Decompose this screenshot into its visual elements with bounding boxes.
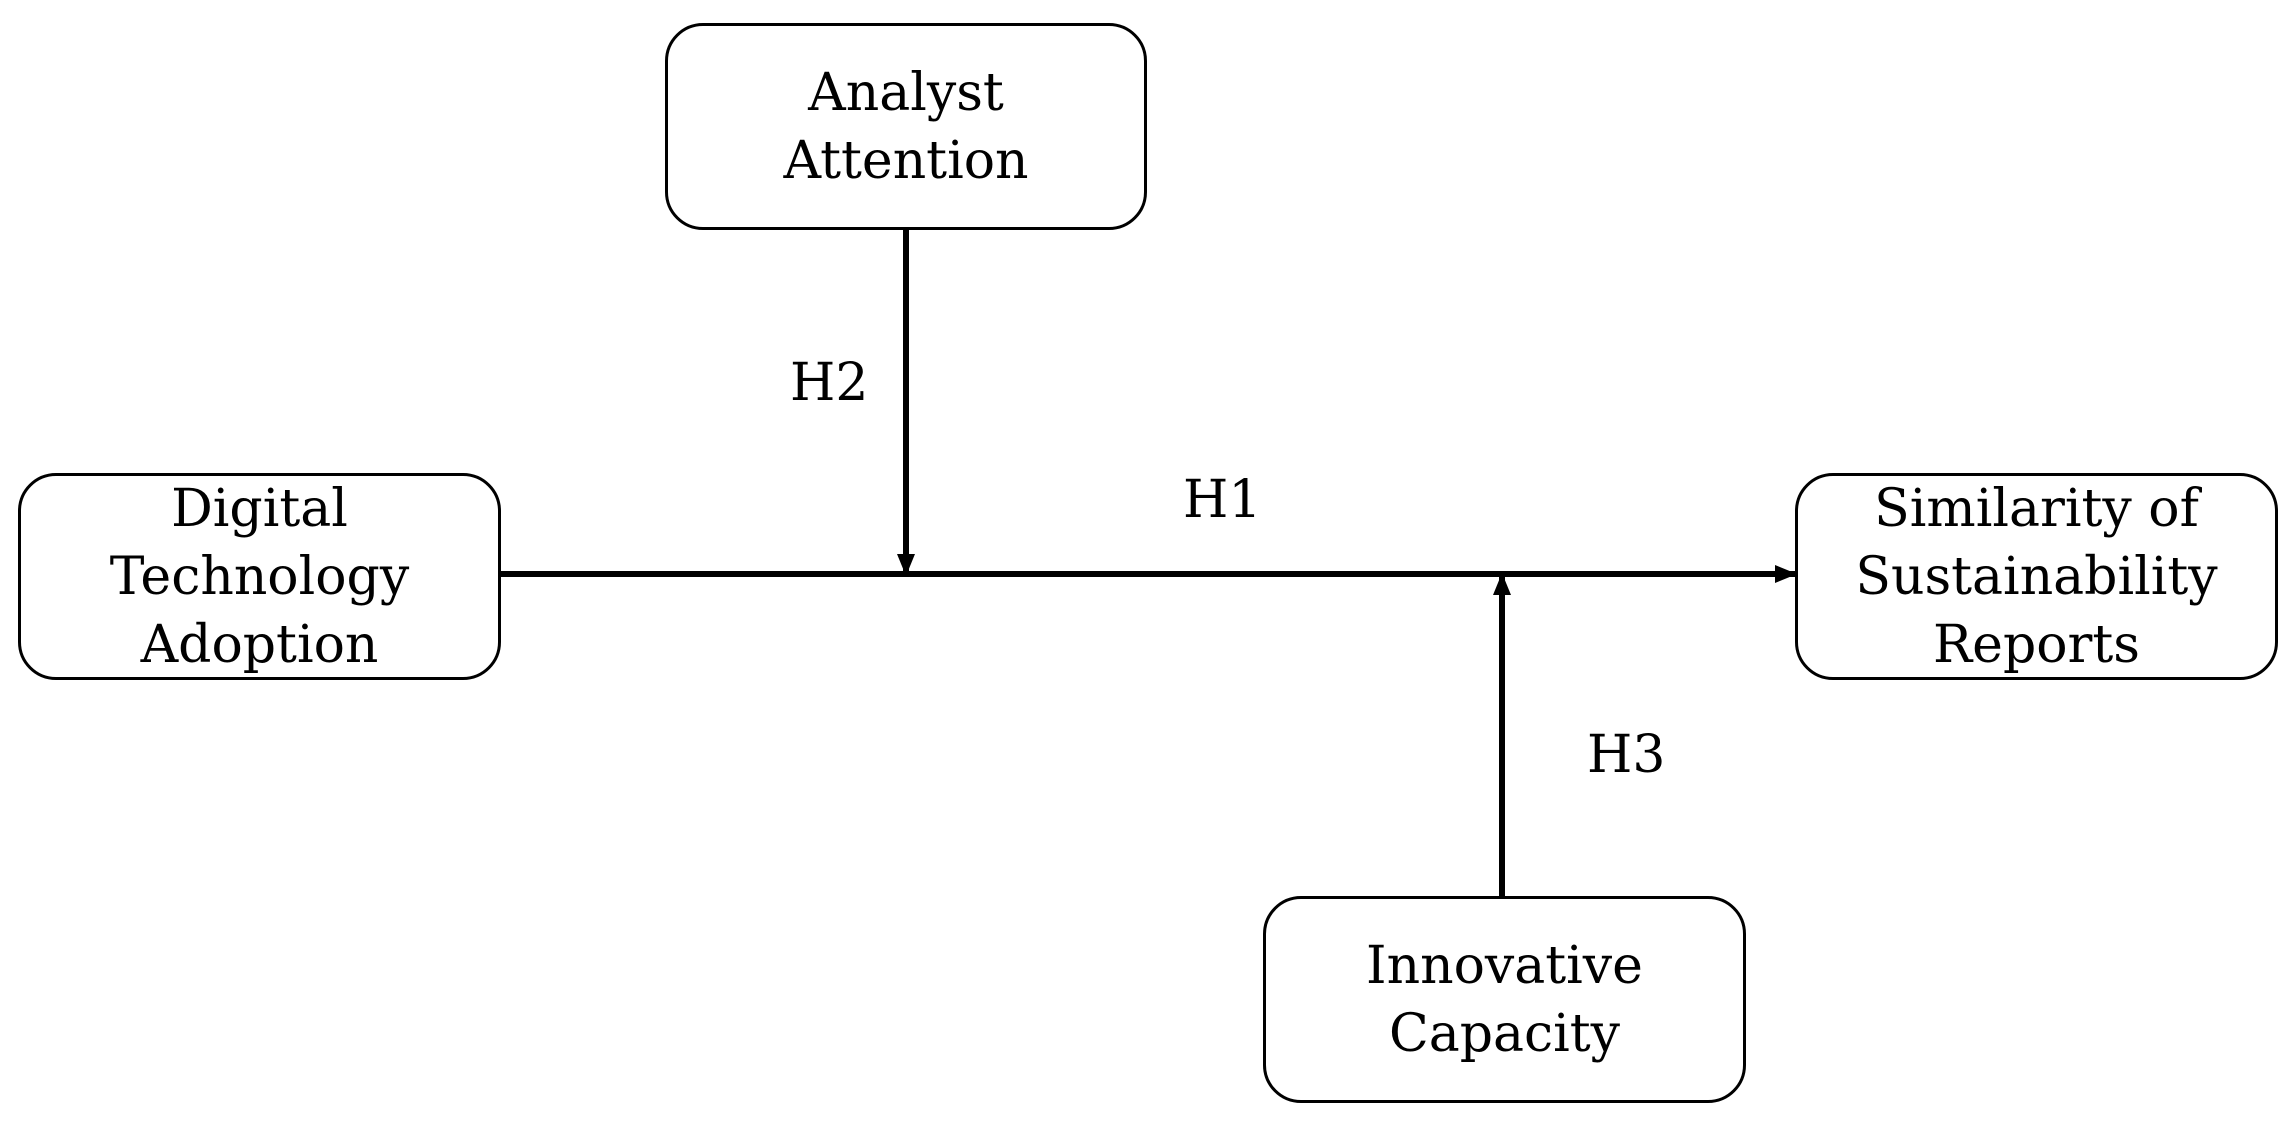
- digital-technology-adoption-line-1: Digital: [171, 478, 348, 539]
- innovative-capacity-box: Innovative Capacity: [1263, 896, 1746, 1103]
- similarity-of-sustainability-reports-box: Similarity of Sustainability Reports: [1795, 473, 2278, 680]
- similarity-line-1: Similarity of: [1874, 478, 2199, 539]
- digital-technology-adoption-box: Digital Technology Adoption: [18, 473, 501, 680]
- hypothesis-h1-label: H1: [1183, 470, 1262, 530]
- similarity-line-2: Sustainability: [1855, 546, 2218, 607]
- analyst-attention-box: Analyst Attention: [665, 23, 1147, 230]
- similarity-line-3: Reports: [1933, 614, 2140, 675]
- innovative-capacity-line-1: Innovative: [1366, 935, 1643, 996]
- analyst-attention-line-1: Analyst: [808, 62, 1004, 123]
- analyst-attention-line-2: Attention: [783, 130, 1029, 191]
- hypothesis-h2-label: H2: [790, 353, 869, 413]
- hypothesis-h3-label: H3: [1587, 725, 1666, 785]
- digital-technology-adoption-line-3: Adoption: [140, 614, 379, 675]
- innovative-capacity-line-2: Capacity: [1388, 1003, 1621, 1064]
- digital-technology-adoption-line-2: Technology: [109, 546, 410, 607]
